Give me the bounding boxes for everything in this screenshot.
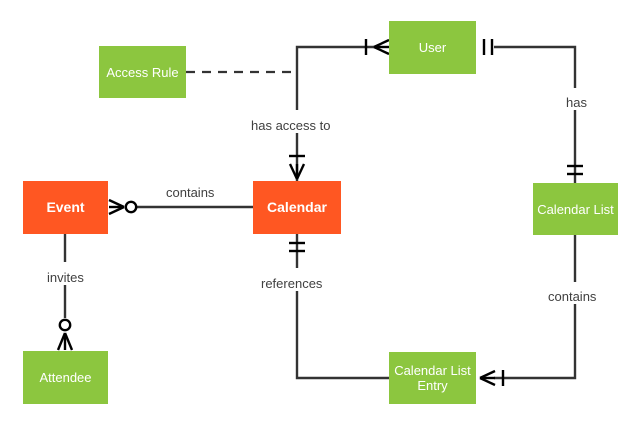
cardinality-exactly-one-user-right <box>482 39 494 55</box>
cardinality-one-or-many-user <box>364 38 390 56</box>
edge-label-has-access-to: has access to <box>248 118 334 133</box>
edge-line-references-lower <box>295 286 389 380</box>
cardinality-one-or-many-entry-right <box>479 369 505 387</box>
entity-event[interactable]: Event <box>23 181 108 234</box>
entity-access-rule[interactable]: Access Rule <box>99 46 186 98</box>
edge-label-references: references <box>258 276 326 291</box>
edge-event-contains-calendar <box>108 198 253 216</box>
entity-user[interactable]: User <box>389 21 476 74</box>
cardinality-zero-or-many-event <box>108 198 138 216</box>
edge-user-has-access-to-calendar <box>288 38 390 181</box>
entity-access-rule-label: Access Rule <box>106 64 179 80</box>
edge-label-has: has <box>563 95 590 110</box>
cardinality-zero-circle <box>58 318 72 332</box>
edge-line-contains-list-lower <box>494 300 577 380</box>
entity-calendar-list-entry-label: Calendar List Entry <box>394 363 471 393</box>
entity-calendar-list[interactable]: Calendar List <box>533 183 618 235</box>
cardinality-zero-or-many-attendee <box>56 318 74 351</box>
cardinality-exactly-one-calendar-list-top <box>567 164 583 176</box>
edge-calendar-list-contains-entry <box>479 235 577 387</box>
edge-line-has-access-to-upper <box>295 45 376 110</box>
edge-event-invites-attendee <box>56 234 74 351</box>
entity-event-label: Event <box>46 199 85 215</box>
entity-calendar[interactable]: Calendar <box>253 181 341 234</box>
cardinality-exactly-one-calendar-bottom <box>289 241 305 253</box>
entity-user-label: User <box>418 40 447 55</box>
cardinality-zero-circle <box>124 200 138 214</box>
entity-attendee[interactable]: Attendee <box>23 351 108 404</box>
edge-calendar-references-entry <box>289 234 389 380</box>
cardinality-one-or-many-calendar-top <box>288 154 306 180</box>
entity-attendee-label: Attendee <box>39 370 92 385</box>
entity-calendar-list-entry[interactable]: Calendar List Entry <box>389 352 476 404</box>
entity-calendar-list-label: Calendar List <box>537 201 614 217</box>
edge-label-invites: invites <box>44 270 87 285</box>
edge-label-contains: contains <box>163 185 218 200</box>
entity-calendar-label: Calendar <box>267 199 327 215</box>
edge-user-has-calendar-list <box>482 39 583 183</box>
edge-label-contains-list: contains <box>545 289 600 304</box>
edge-line-has-upper <box>494 45 577 88</box>
